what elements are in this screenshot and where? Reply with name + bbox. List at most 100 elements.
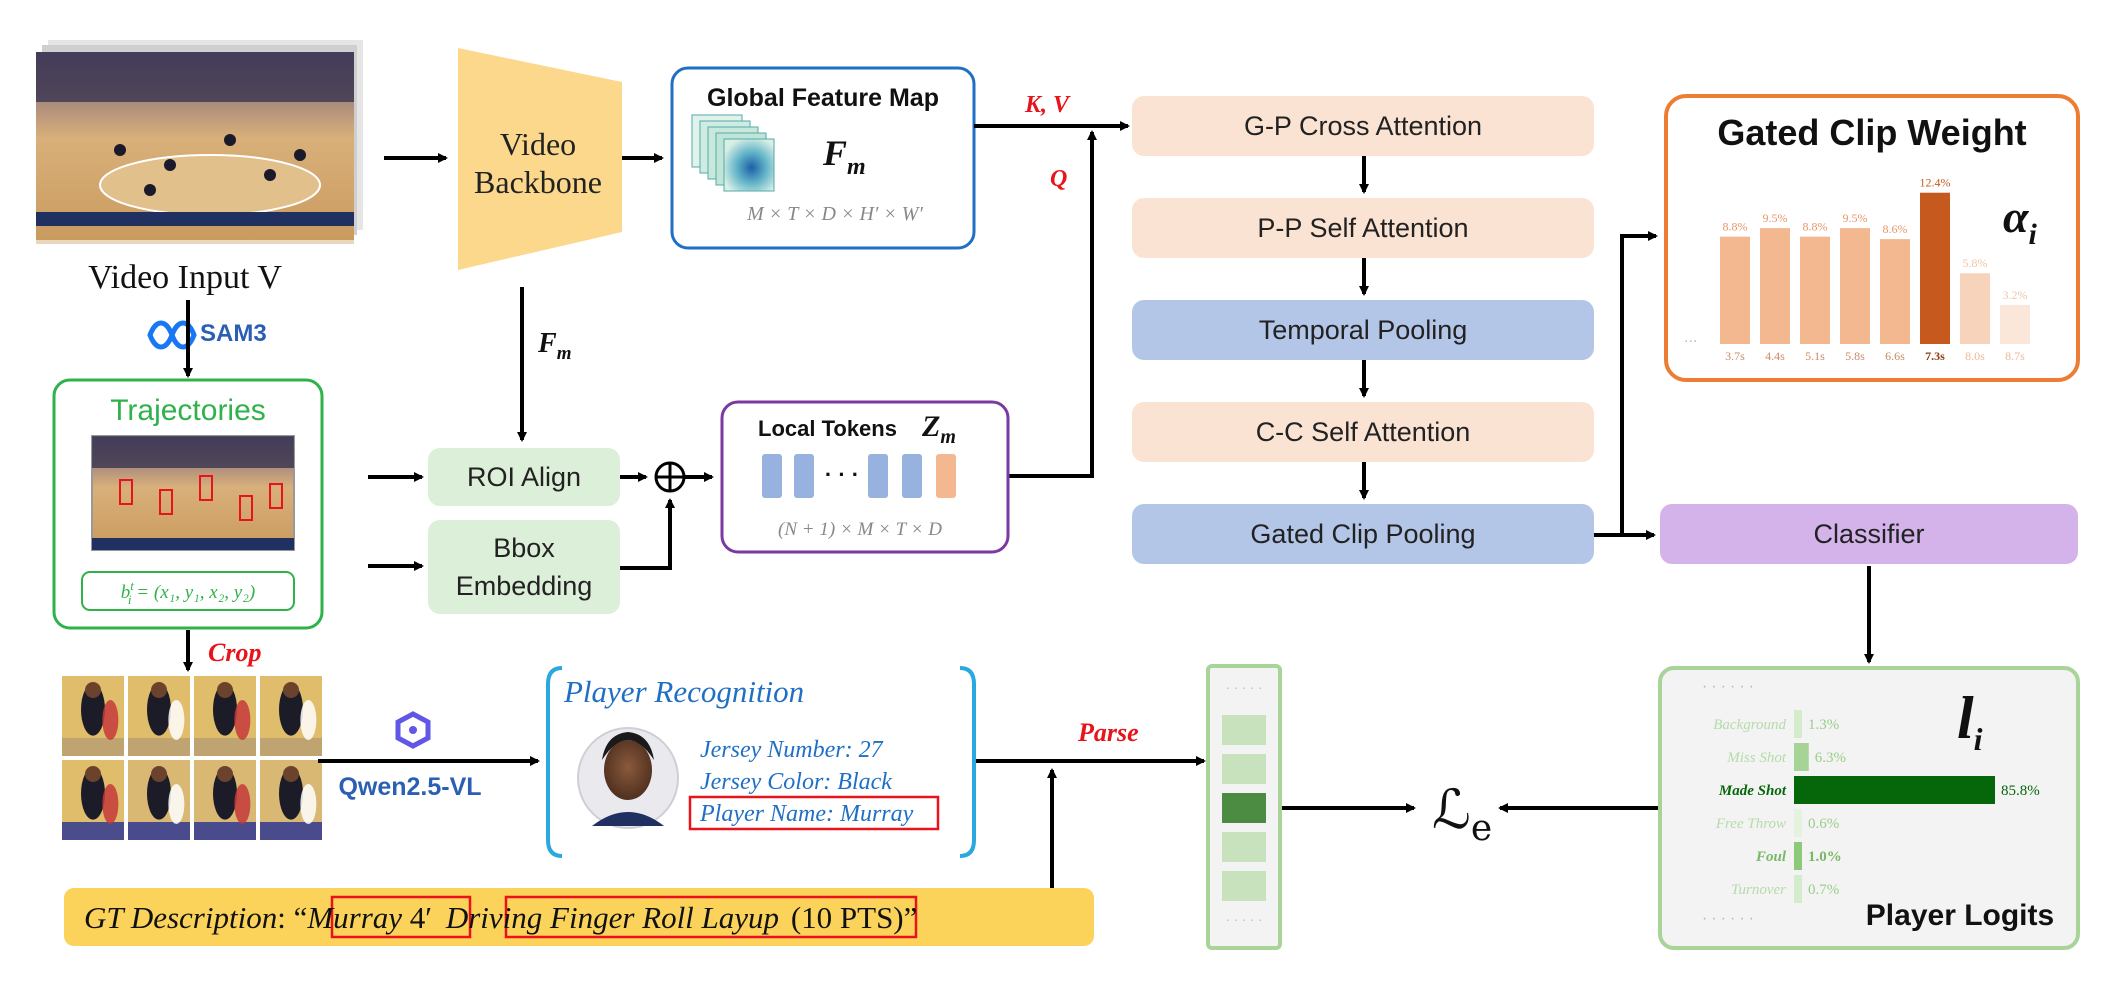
local-tokens-box: [720, 400, 1010, 554]
sam-label: SAM3: [200, 320, 267, 347]
player-crop-thumbnail: [194, 760, 256, 840]
logit-value-label: 1.3%: [1808, 717, 1839, 733]
backbone-label-1: Video: [500, 126, 576, 162]
gt-action-highlight: [504, 895, 918, 939]
gated-clip-value-label: 8.8%: [1803, 220, 1828, 234]
video-input-label: Video Input V: [88, 259, 282, 296]
gp-cross-attention: G-P Cross Attention: [1132, 96, 1594, 156]
gated-clip-weight-title: Gated Clip Weight: [1717, 112, 2026, 153]
classifier-label: Classifier: [1813, 518, 1925, 549]
parse-label: Parse: [1077, 718, 1139, 747]
player-crop-thumbnail: [260, 760, 322, 840]
global-feature-symbol: Fm: [822, 133, 866, 180]
logit-category-label: Made Shot: [1718, 783, 1787, 799]
temporal-pooling: Temporal Pooling: [1132, 300, 1594, 360]
q-label: Q: [1050, 166, 1067, 192]
logit-bar: [1794, 710, 1802, 738]
player-crop-thumbnail: [128, 760, 190, 840]
gated-clip-bar: [1880, 239, 1910, 344]
feature-column-top-dots: · · · · ·: [1225, 682, 1262, 697]
qwen-icon: [395, 711, 431, 749]
player-logits-title: Player Logits: [1866, 899, 2054, 932]
player-logits-top-dots: · · · · · ·: [1702, 679, 1754, 696]
feature-cells: [1222, 715, 1266, 901]
local-tokens-title: Local Tokens: [758, 416, 897, 441]
logit-category-label: Foul: [1755, 849, 1787, 865]
player-crops-grid: [62, 676, 322, 840]
player-logits-box: [1658, 666, 2080, 950]
logit-bar: [1794, 842, 1802, 870]
player-name: Player Name: Murray: [699, 801, 914, 827]
gated-clip-value-label: 9.5%: [1763, 211, 1788, 225]
logit-value-label: 0.6%: [1808, 816, 1839, 832]
bbox-embedding-line2: Embedding: [455, 571, 593, 601]
gated-clip-tick-label: 7.3s: [1925, 349, 1945, 363]
logit-bar: [1794, 776, 1995, 804]
video-backbone-trapezoid: [458, 48, 622, 270]
loss-symbol: ℒe: [1432, 778, 1492, 849]
gated-clip-value-label: 3.2%: [2003, 288, 2028, 302]
video-input-frames: [36, 40, 363, 260]
local-tokens-dims: (N + 1) × M × T × D: [778, 519, 942, 540]
logit-category-label: Turnover: [1731, 882, 1786, 898]
gated-clip-weight-chart: 8.8%3.7s9.5%4.4s8.8%5.1s9.5%5.8s8.6%6.6s…: [1720, 176, 2030, 363]
player-crop-thumbnail: [260, 676, 322, 756]
gated-clip-weight-symbol: αi: [2003, 191, 2037, 251]
gated-clip-tick-label: 8.0s: [1965, 349, 1985, 363]
player-crop-thumbnail: [128, 676, 190, 756]
jersey-color: Jersey Color: Black: [700, 769, 892, 795]
gated-clip-value-label: 5.8%: [1963, 256, 1988, 270]
trajectories-frame: [91, 435, 295, 551]
gated-clip-bar: [1720, 236, 1750, 344]
gated-clip-bar: [1800, 236, 1830, 344]
gated-clip-pooling-label: Gated Clip Pooling: [1250, 518, 1476, 549]
gated-clip-leading-dots: ...: [1684, 329, 1697, 346]
roi-align: ROI Align: [428, 448, 620, 506]
gp-cross-attention-label: G-P Cross Attention: [1243, 110, 1483, 141]
pp-self-attention: P-P Self Attention: [1132, 198, 1594, 258]
gated-clip-value-label: 8.6%: [1883, 222, 1908, 236]
backbone-label-2: Backbone: [474, 164, 602, 200]
meta-icon: [147, 320, 197, 350]
gated-clip-tick-label: 6.6s: [1885, 349, 1905, 363]
gated-clip-value-label: 8.8%: [1723, 220, 1748, 234]
logit-value-label: 1.0%: [1808, 849, 1842, 865]
gated-clip-tick-label: 5.8s: [1845, 349, 1865, 363]
pp-self-attention-label: P-P Self Attention: [1257, 212, 1469, 243]
local-tokens-dots: · · ·: [825, 462, 859, 487]
crop-label: Crop: [208, 638, 261, 667]
gated-clip-tick-label: 5.1s: [1805, 349, 1825, 363]
player-name-highlight: [688, 795, 940, 831]
gated-clip-bar: [1760, 228, 1790, 344]
cc-self-attention-label: C-C Self Attention: [1255, 416, 1471, 447]
gated-clip-value-label: 12.4%: [1920, 176, 1951, 190]
gated-clip-bar: [1960, 273, 1990, 344]
roi-align-label: ROI Align: [466, 461, 582, 492]
arrow-gated-to-weight: [1620, 231, 1658, 535]
feature-column-bottom-dots: · · · · ·: [1225, 914, 1262, 929]
cc-self-attention: C-C Self Attention: [1132, 402, 1594, 462]
fm-edge-label: Fm: [537, 328, 571, 364]
player-recognition-title: Player Recognition: [563, 674, 804, 709]
logit-bar: [1794, 809, 1802, 837]
recognition-bracket-left: [546, 666, 563, 858]
gated-clip-value-label: 9.5%: [1843, 211, 1868, 225]
trajectories-title: Trajectories: [110, 394, 266, 427]
gated-clip-bar: [1920, 192, 1950, 344]
recognition-bracket-right: [959, 666, 976, 858]
gt-description-text: GT Description: “Murray 4′ Driving Finge…: [84, 900, 917, 935]
player-crop-thumbnail: [62, 676, 124, 756]
logit-bar: [1794, 875, 1802, 903]
gt-description-box: [64, 888, 1094, 946]
player-logits-symbol: li: [1957, 685, 1983, 757]
logit-category-label: Free Throw: [1715, 816, 1786, 832]
global-feature-box: [670, 66, 976, 250]
logit-category-label: Background: [1713, 717, 1786, 733]
sum-icon: [654, 461, 686, 493]
bbox-formula-box: [81, 571, 295, 611]
local-tokens-symbol: Zm: [921, 410, 956, 448]
bbox-embedding-line1: Bbox: [493, 533, 555, 563]
